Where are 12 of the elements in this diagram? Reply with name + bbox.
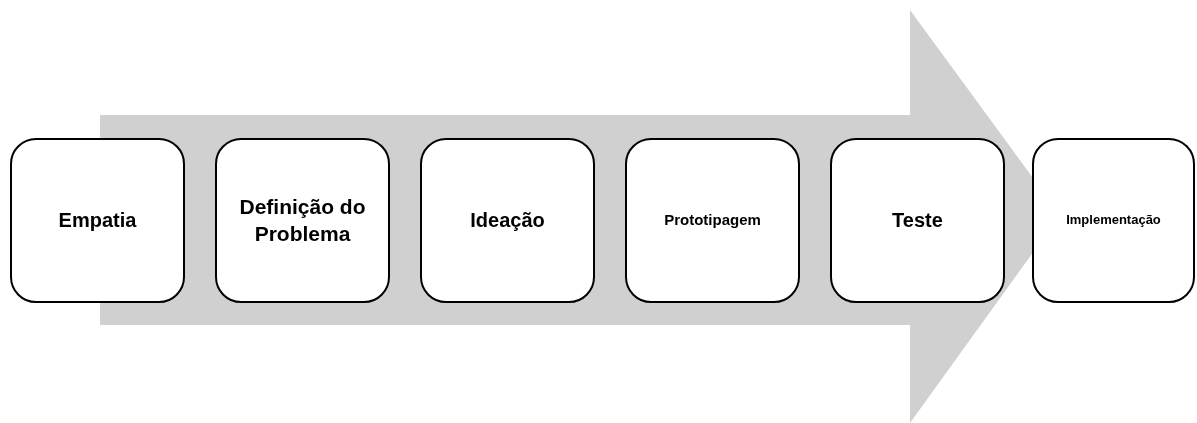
step-label: Implementação	[1065, 212, 1162, 229]
step-box	[10, 138, 185, 303]
step-label: Definição do Problema	[238, 194, 367, 247]
step-label: Prototipagem	[663, 211, 762, 230]
step-label: Empatia	[57, 208, 138, 233]
step-label: Teste	[891, 208, 944, 233]
step-box	[215, 138, 390, 303]
step-box	[420, 138, 595, 303]
step-box	[625, 138, 800, 303]
step-box	[1032, 138, 1195, 303]
step-box	[830, 138, 1005, 303]
step-label: Ideação	[469, 208, 546, 233]
